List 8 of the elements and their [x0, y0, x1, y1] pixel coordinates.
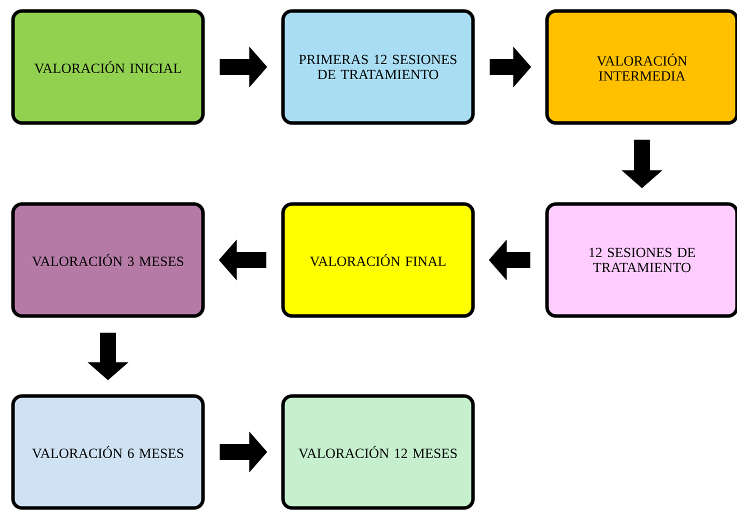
process-box: VALORACIÓN 12 MESES — [281, 394, 475, 510]
process-box: PRIMERAS 12 SESIONES DE TRATAMIENTO — [281, 9, 475, 125]
process-box: VALORACIÓN 6 MESES — [11, 394, 205, 510]
process-box: 12 SESIONES DE TRATAMIENTO — [545, 202, 737, 318]
process-box: VALORACIÓN 3 MESES — [11, 202, 205, 318]
process-box: VALORACIÓN INICIAL — [11, 9, 205, 125]
process-box: VALORACIÓN INTERMEDIA — [545, 9, 737, 125]
process-box: VALORACIÓN FINAL — [281, 202, 475, 318]
